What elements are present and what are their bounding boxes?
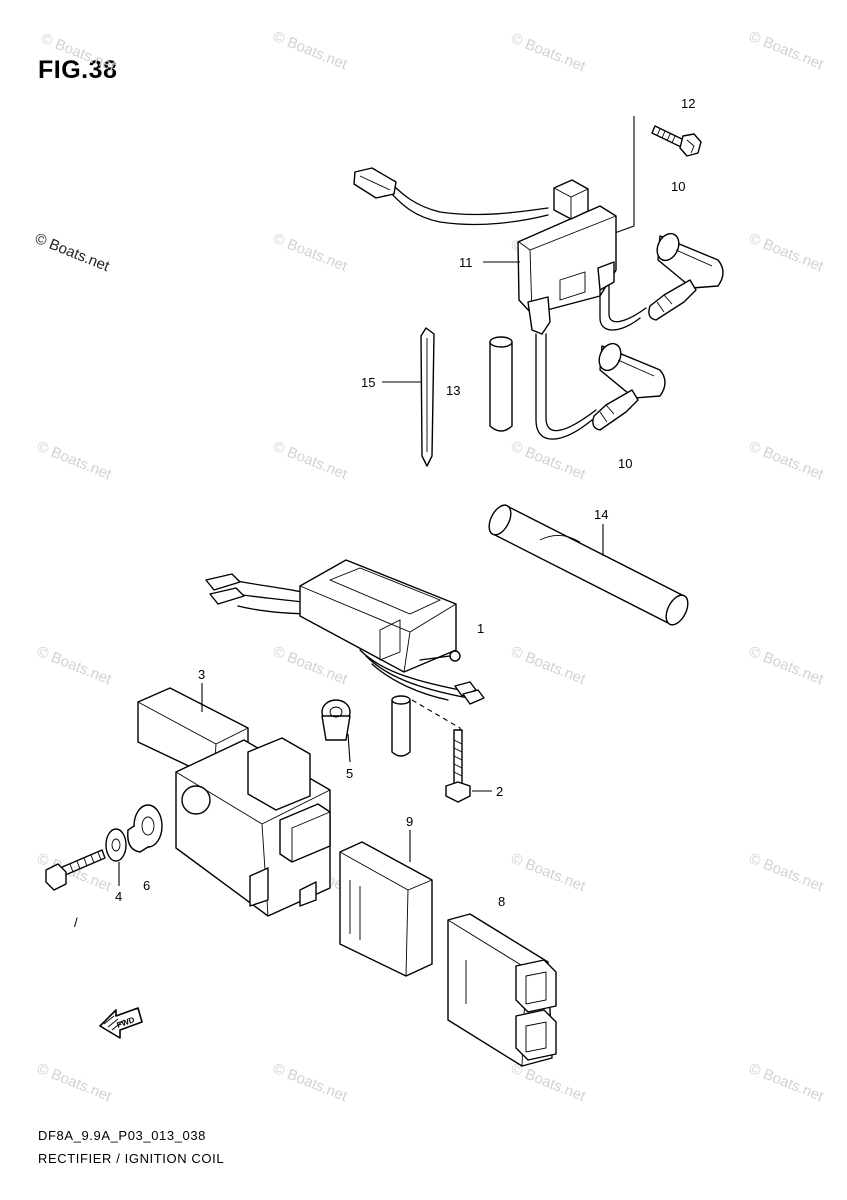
callout-7: / xyxy=(74,915,78,930)
ht-lead-lower xyxy=(535,333,597,440)
callout-4: 4 xyxy=(115,889,122,904)
ignition-coil-11 xyxy=(353,167,617,335)
callout-2: 2 xyxy=(496,784,503,799)
callout-12: 12 xyxy=(681,96,695,111)
watermark: © Boats.net xyxy=(747,438,827,484)
tube-13 xyxy=(489,336,513,432)
watermark: © Boats.net xyxy=(35,643,115,689)
callout-3: 3 xyxy=(198,667,205,682)
bolt-2 xyxy=(445,729,471,803)
watermark: © Boats.net xyxy=(747,28,827,74)
watermark-main: © Boats.net xyxy=(33,230,113,276)
callout-8: 8 xyxy=(498,894,505,909)
callout-11: 11 xyxy=(459,255,473,270)
bracket-3 xyxy=(137,687,331,917)
figure-caption: RECTIFIER / IGNITION COIL xyxy=(38,1151,225,1166)
watermark: © Boats.net xyxy=(747,1060,827,1106)
watermark: © Boats.net xyxy=(509,438,589,484)
watermark: © Boats.net xyxy=(747,850,827,896)
plug-cap-10-upper xyxy=(648,232,724,321)
callout-15: 15 xyxy=(361,375,375,390)
watermark: © Boats.net xyxy=(39,30,119,76)
fwd-arrow-icon: FWD xyxy=(99,1007,143,1039)
rectifier-1 xyxy=(205,559,485,757)
watermark: © Boats.net xyxy=(509,643,589,689)
leader-1-to-bolt xyxy=(411,699,461,738)
watermark: © Boats.net xyxy=(509,1060,589,1106)
watermark: © Boats.net xyxy=(271,438,351,484)
washer-4 xyxy=(105,828,127,862)
cover-9 xyxy=(339,841,433,977)
callout-layer: 12 10 11 15 13 10 14 1 3 5 2 9 8 4 6 / xyxy=(74,96,695,930)
callout-13: 13 xyxy=(446,383,460,398)
watermark: © Boats.net xyxy=(271,28,351,74)
callout-9: 9 xyxy=(406,814,413,829)
watermark: © Boats.net xyxy=(271,230,351,276)
callout-10-upper: 10 xyxy=(671,179,685,194)
ht-lead-upper xyxy=(599,285,647,331)
cable-tie-15 xyxy=(420,327,435,467)
protector-tube-14 xyxy=(488,504,689,626)
callout-6: 6 xyxy=(143,878,150,893)
grommet-5 xyxy=(321,699,351,741)
watermark: © Boats.net xyxy=(271,643,351,689)
callout-5: 5 xyxy=(346,766,353,781)
watermark: © Boats.net xyxy=(35,438,115,484)
watermark: © Boats.net xyxy=(747,643,827,689)
callout-1: 1 xyxy=(477,621,484,636)
grommet-6 xyxy=(127,804,163,853)
watermark: © Boats.net xyxy=(271,1060,351,1106)
plug-cap-10-lower xyxy=(592,342,666,431)
figure-code: DF8A_9.9A_P03_013_038 xyxy=(38,1128,207,1143)
bolt-7 xyxy=(45,849,106,891)
callout-14: 14 xyxy=(594,507,608,522)
connector-8 xyxy=(447,913,557,1067)
leader-5 xyxy=(347,733,351,763)
watermark: © Boats.net xyxy=(509,30,589,76)
figure-title: FIG.38 xyxy=(38,56,118,84)
watermark: © Boats.net xyxy=(509,850,589,896)
leader-12 xyxy=(611,116,635,235)
bolt-12 xyxy=(651,125,702,157)
watermark: © Boats.net xyxy=(747,230,827,276)
watermark: © Boats.net xyxy=(35,1060,115,1106)
callout-10-lower: 10 xyxy=(618,456,632,471)
